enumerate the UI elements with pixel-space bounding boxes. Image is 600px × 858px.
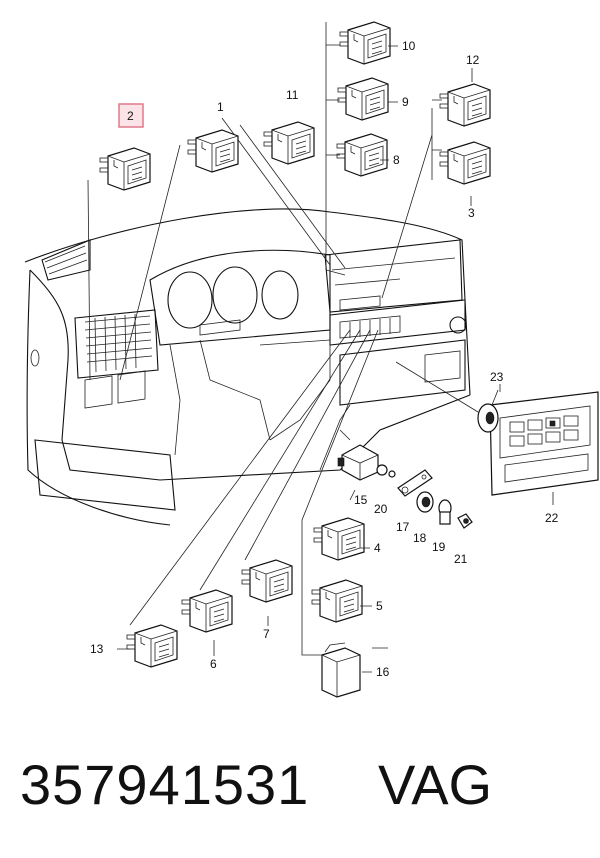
callout-11: 11 (286, 88, 299, 102)
callout-9: 9 (402, 95, 409, 109)
control-panel-22 (489, 391, 599, 496)
sensor-15 (337, 444, 388, 481)
switch-3 (439, 141, 491, 185)
switch-12 (439, 83, 491, 127)
bulb-20 (388, 470, 396, 478)
callout-6: 6 (210, 657, 217, 671)
callout-2: 2 (127, 109, 134, 123)
callout-21: 21 (454, 552, 468, 566)
switch-13 (126, 624, 178, 668)
plate-17 (397, 469, 433, 497)
switch-11 (263, 121, 315, 165)
bulb-21 (457, 513, 473, 529)
switch-1 (187, 129, 239, 173)
callout-19: 19 (432, 540, 446, 554)
callout-12: 12 (466, 53, 480, 67)
holder-18 (416, 491, 434, 513)
knob-23 (477, 403, 499, 433)
switch-5 (311, 579, 363, 623)
callout-17: 17 (396, 520, 410, 534)
callout-1: 1 (217, 100, 224, 114)
switch-2 (99, 147, 151, 191)
switch-10 (339, 21, 391, 65)
callout-13: 13 (90, 642, 104, 656)
switch-9 (337, 77, 389, 121)
callout-3: 3 (468, 206, 475, 220)
exploded-parts-diagram: 2 1 11 10 9 8 12 3 23 22 15 20 17 18 19 … (24, 21, 599, 698)
callout-20: 20 (374, 502, 388, 516)
leader-lines (87, 22, 479, 656)
cap-16 (321, 642, 361, 698)
callout-2-highlight (118, 103, 144, 128)
switch-8 (336, 133, 388, 177)
callout-16: 16 (376, 665, 390, 679)
switch-7 (241, 559, 293, 603)
callout-5: 5 (376, 599, 383, 613)
callout-8: 8 (393, 153, 400, 167)
leader-22-23 (491, 389, 554, 505)
callout-10: 10 (402, 39, 416, 53)
brand-label: VAG (378, 753, 493, 816)
socket-19 (438, 499, 452, 525)
switch-4 (313, 517, 365, 561)
callout-18: 18 (413, 531, 427, 545)
callout-4: 4 (374, 541, 381, 555)
callout-23: 23 (490, 370, 504, 384)
switch-6 (181, 589, 233, 633)
dashboard-outline (24, 208, 471, 526)
part-number: 357941531 (20, 753, 310, 816)
callout-ticks (117, 45, 501, 673)
callout-22: 22 (545, 511, 559, 525)
callout-7: 7 (263, 627, 270, 641)
callout-15: 15 (354, 493, 368, 507)
